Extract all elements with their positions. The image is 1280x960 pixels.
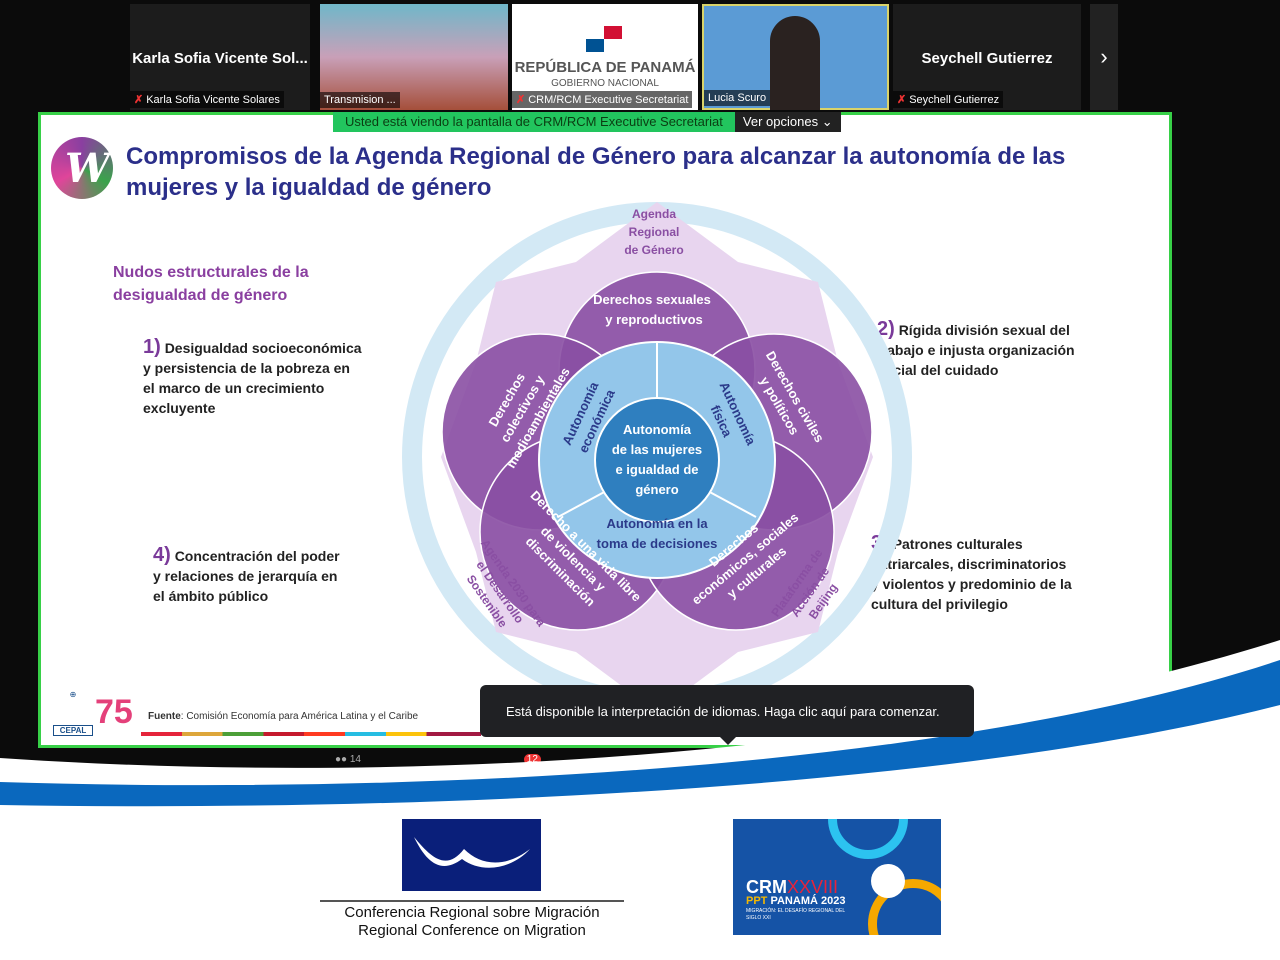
cepal-text: CEPAL	[53, 725, 93, 736]
screen-share-banner: Usted está viendo la pantalla de CRM/RCM…	[333, 112, 841, 132]
sdg-color-stripe	[141, 732, 481, 736]
crm-ppt: PPT	[746, 895, 768, 907]
nudo-1: 1) Desigualdad socioeconómica y persiste…	[143, 337, 362, 418]
participant-label: Lucia Scuro	[704, 90, 771, 106]
center-label: e igualdad de	[615, 462, 698, 477]
nudo-line: trabajo e injusta organización	[877, 342, 1075, 358]
nudos-line: Nudos estructurales de la	[113, 264, 309, 281]
source-note: Fuente: Comisión Economía para América L…	[148, 711, 418, 722]
nudo-2: 2) Rígida división sexual del trabajo e …	[877, 319, 1075, 380]
slide-title: Compromisos de la Agenda Regional de Gén…	[126, 143, 1066, 201]
tooltip-text: Está disponible la interpretación de idi…	[506, 704, 940, 719]
cepal-logo: ⊕ CEPAL	[53, 690, 93, 740]
crm-main: CRM	[746, 877, 787, 897]
label-text: Seychell Gutierrez	[909, 94, 1000, 106]
center-disc	[594, 397, 720, 523]
participant-label: ✗CRM/RCM Executive Secretariat	[512, 91, 693, 108]
center-label: género	[635, 482, 678, 497]
nudo-number: 2)	[877, 318, 895, 340]
muted-mic-icon: ✗	[134, 94, 144, 106]
gender-logo-icon: W	[51, 137, 113, 199]
map-circle-icon	[871, 864, 905, 898]
nudo-line: cultura del privilegio	[871, 596, 1008, 612]
source-label: Fuente	[148, 711, 181, 722]
participant-tile-seychell[interactable]: Seychell Gutierrez ✗Seychell Gutierrez	[893, 4, 1081, 110]
panama-flag-icon	[586, 26, 622, 52]
source-text: : Comisión Economía para América Latina …	[180, 711, 419, 722]
nudo-line: Desigualdad socioeconómica	[164, 340, 362, 356]
crl-line: Regional Conference on Migration	[358, 922, 586, 939]
label-text: CRM/RCM Executive Secretariat	[528, 94, 689, 106]
chat-badge[interactable]: 12	[523, 754, 541, 765]
nudo-line: el ámbito público	[153, 588, 269, 604]
nudo-line: y persistencia de la pobreza en	[143, 360, 350, 376]
agenda-label: Regional	[629, 225, 680, 239]
nudo-number: 1)	[143, 336, 161, 358]
nudo-number: 4)	[153, 544, 171, 566]
decisiones-label: toma de decisiones	[597, 536, 718, 551]
next-participants-button[interactable]: ›	[1090, 4, 1118, 110]
participant-tile-lucia[interactable]: Lucia Scuro	[702, 4, 889, 110]
crl-logo	[402, 819, 541, 891]
view-options-label: Ver opciones	[742, 114, 819, 129]
nudos-heading: Nudos estructurales de la desigualdad de …	[113, 261, 309, 307]
chevron-right-icon: ›	[1100, 44, 1108, 69]
participant-tile-transmision[interactable]: Transmision ...	[320, 4, 508, 110]
agenda-label: de Género	[624, 243, 683, 257]
crl-line: Conferencia Regional sobre Migración	[344, 904, 600, 921]
crm-roman: XXVIII	[787, 877, 839, 897]
participant-tile-karla[interactable]: Karla Sofia Vicente Sol... ✗Karla Sofia …	[130, 4, 310, 110]
meeting-toolbar: ●● 14 12	[335, 754, 541, 765]
nudo-4: 4) Concentración del poder y relaciones …	[153, 545, 340, 606]
nudos-line: desigualdad de género	[113, 287, 288, 304]
participant-name: Seychell Gutierrez	[921, 50, 1053, 67]
nudo-line: patriarcales, discriminatorios	[871, 556, 1067, 572]
nudo-line: Rígida división sexual del	[898, 322, 1070, 338]
bird-wave-icon	[414, 837, 530, 868]
nudo-line: excluyente	[143, 400, 216, 416]
chevron-down-icon: ⌄	[821, 114, 833, 129]
label-text: Karla Sofia Vicente Solares	[146, 94, 280, 106]
flag-title: REPÚBLICA DE PANAMÁ	[514, 59, 696, 76]
nudo-line: social del cuidado	[877, 362, 999, 378]
muted-mic-icon: ✗	[516, 94, 526, 106]
view-options-button[interactable]: Ver opciones ⌄	[734, 112, 841, 132]
decisiones-label: Autonomía en la	[606, 516, 708, 531]
crm-logo: CRMXXVIII PPT PANAMÁ 2023 MIGRACIÓN: EL …	[733, 819, 941, 935]
share-message: Usted está viendo la pantalla de CRM/RCM…	[333, 112, 735, 132]
participant-name: Karla Sofia Vicente Sol...	[132, 50, 308, 67]
participant-tile-crm[interactable]: REPÚBLICA DE PANAMÁ GOBIERNO NACIONAL ✗C…	[512, 4, 698, 110]
participant-label: ✗Karla Sofia Vicente Solares	[130, 91, 284, 108]
sexuales-label: Derechos sexuales	[593, 292, 711, 307]
flag-subtitle: GOBIERNO NACIONAL	[551, 78, 659, 89]
participant-label: ✗Seychell Gutierrez	[893, 91, 1004, 108]
center-label: de las mujeres	[612, 442, 702, 457]
participants-icon[interactable]: ●●	[335, 754, 348, 765]
un-emblem-icon: ⊕	[69, 690, 77, 699]
ring-cyan-icon	[828, 819, 908, 859]
center-label: Autonomía	[623, 422, 692, 437]
nudo-line: Concentración del poder	[174, 548, 340, 564]
nudo-line: Patrones culturales	[892, 536, 1023, 552]
participant-count: 14	[349, 754, 361, 765]
sexuales-label: y reproductivos	[605, 312, 703, 327]
nudo-line: y violentos y predominio de la	[871, 576, 1072, 592]
anniversary-logo: 75	[95, 693, 133, 731]
muted-mic-icon: ✗	[897, 94, 907, 106]
nudo-line: y relaciones de jerarquía en	[153, 568, 338, 584]
nudo-line: el marco de un crecimiento	[143, 380, 325, 396]
divider	[320, 900, 624, 902]
crm-year: PANAMÁ 2023	[770, 895, 846, 907]
agenda-label: Agenda	[632, 207, 676, 221]
crm-subtitle: MIGRACIÓN: EL DESAFÍO REGIONAL DEL SIGLO…	[746, 908, 845, 921]
participant-label: Transmision ...	[320, 92, 400, 108]
speaker-video	[770, 16, 820, 110]
shared-slide: W Compromisos de la Agenda Regional de G…	[38, 112, 1172, 748]
interpretation-tooltip[interactable]: Está disponible la interpretación de idi…	[480, 685, 974, 745]
